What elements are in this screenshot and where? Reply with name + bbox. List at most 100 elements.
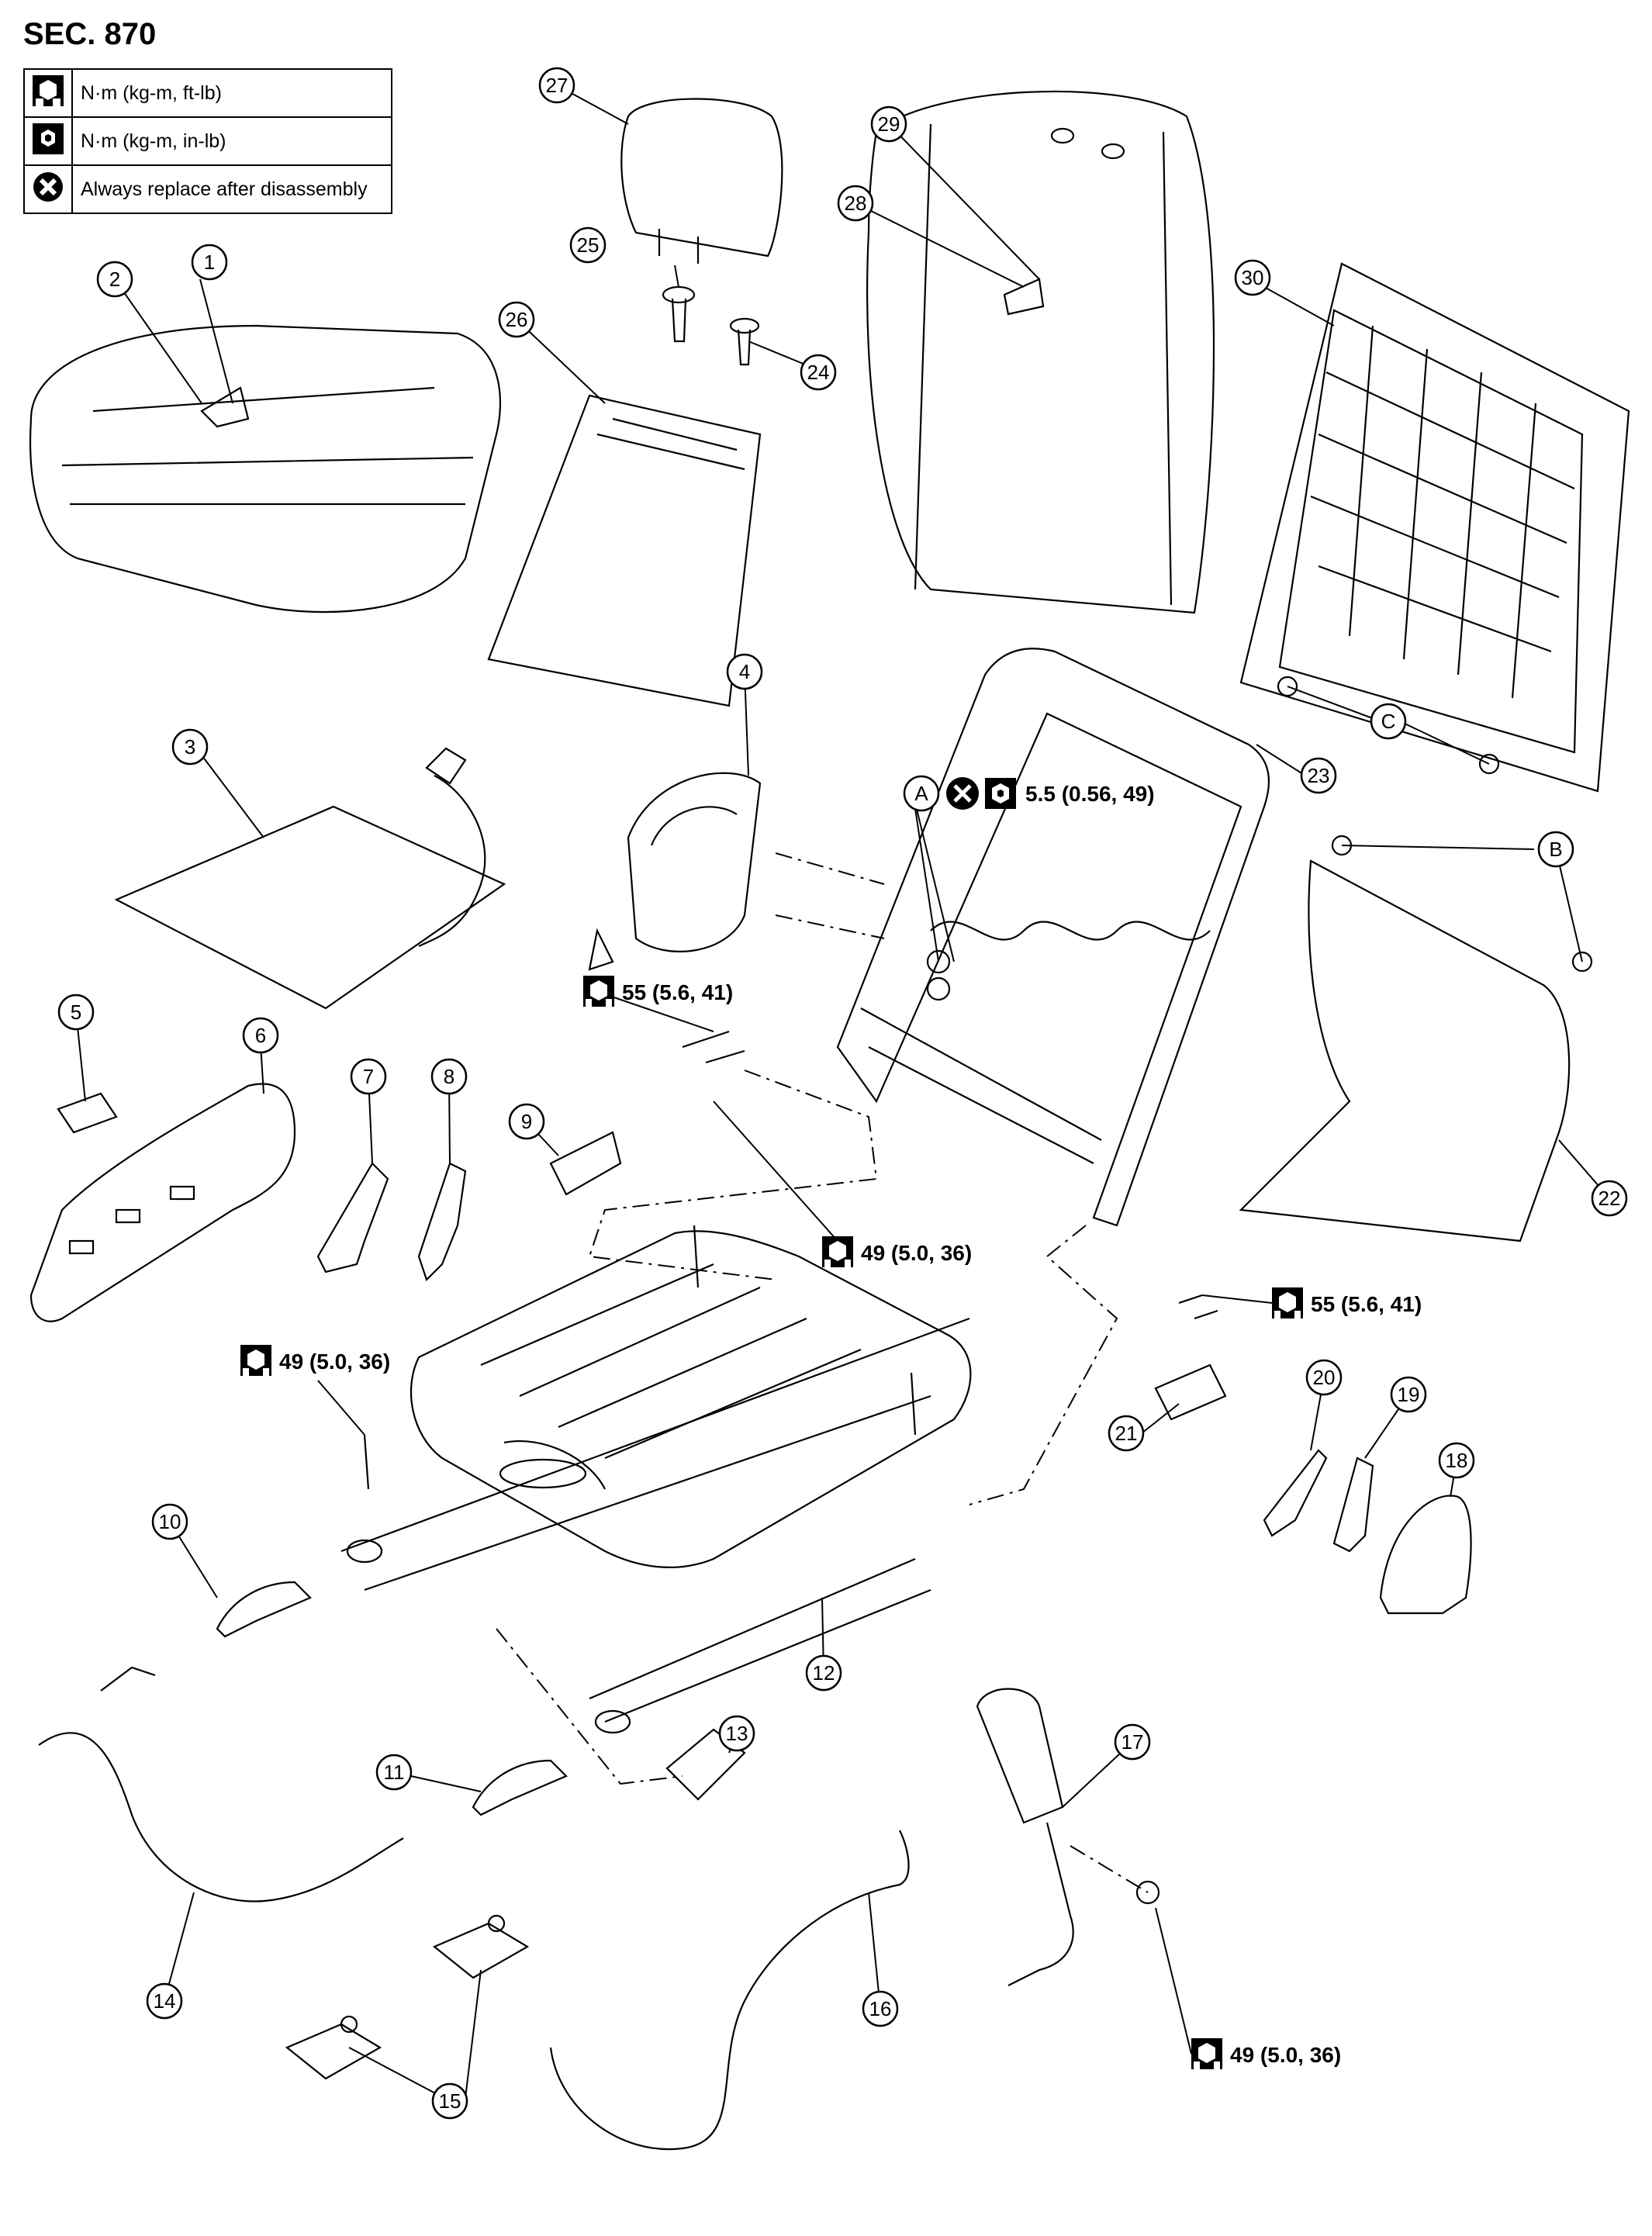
callout-label: 22 [1598, 1187, 1621, 1210]
callout-a: A [903, 775, 940, 812]
legend-text: Always replace after disassembly [71, 164, 392, 214]
callout-label: 2 [109, 268, 120, 291]
callout-label: 15 [439, 2089, 461, 2113]
callout-label: 26 [506, 308, 528, 331]
torque-value: 49 (5.0, 36) [861, 1241, 972, 1265]
back-board-22 [1239, 859, 1571, 1242]
cover-19 [1332, 1457, 1374, 1553]
callout-label: 12 [813, 1661, 835, 1685]
callout-14: 14 [146, 1982, 183, 2020]
callout-label: 6 [255, 1024, 266, 1047]
callout-label: 18 [1446, 1449, 1468, 1472]
seatback-trim [866, 90, 1215, 614]
callout-label: 1 [204, 251, 215, 274]
legend-row: Always replace after disassembly [23, 164, 392, 214]
callout-24: 24 [800, 354, 837, 391]
callout-label: 10 [159, 1510, 181, 1533]
callout-label: 29 [878, 112, 900, 136]
callout-28: 28 [837, 185, 874, 222]
callout-9: 9 [508, 1103, 545, 1140]
finisher-8 [417, 1162, 467, 1282]
callout-label: 27 [546, 74, 569, 97]
callout-29: 29 [870, 105, 907, 143]
callout-label: C [1381, 710, 1396, 733]
callout-label: 5 [71, 1000, 81, 1024]
callout-label: 11 [384, 1761, 405, 1784]
callout-2: 2 [96, 261, 133, 298]
cover-9 [549, 1131, 622, 1196]
callout-23: 23 [1300, 757, 1337, 794]
assembly-lines [496, 852, 1149, 1893]
callout-26: 26 [498, 301, 535, 338]
callout-17: 17 [1114, 1723, 1151, 1761]
callout-13: 13 [718, 1715, 755, 1752]
legend-row: N·m (kg-m, ft-lb) [23, 68, 392, 118]
torque-ft-lb-icon [23, 68, 73, 118]
callout-22: 22 [1591, 1180, 1628, 1217]
callout-21: 21 [1108, 1415, 1145, 1452]
callout-c: C [1370, 703, 1407, 740]
bolts [363, 1030, 1218, 1490]
callout-label: 8 [444, 1065, 454, 1088]
torque-ft-lb-icon [1191, 2038, 1222, 2069]
seatback-board [1239, 262, 1630, 793]
callout-6: 6 [242, 1017, 279, 1054]
leader-lines [75, 85, 1610, 2102]
torque-ft-lb-icon [822, 1236, 853, 1267]
torque-value: 49 (5.0, 36) [279, 1350, 390, 1374]
seat-harness-14 [38, 1666, 404, 1903]
headrest [620, 98, 783, 264]
callout-label: 4 [739, 660, 750, 683]
torque-spec-left-bolts: 55 (5.6, 41) [583, 976, 733, 1007]
callout-label: 23 [1308, 764, 1330, 787]
legend-text: N·m (kg-m, in-lb) [71, 116, 392, 166]
callout-label: 19 [1398, 1383, 1420, 1406]
callout-label: 9 [521, 1110, 532, 1133]
callout-27: 27 [538, 67, 575, 104]
cover-20 [1263, 1449, 1328, 1537]
callout-15: 15 [431, 2082, 468, 2120]
rail-cover-10 [216, 1581, 312, 1638]
callout-b: B [1537, 831, 1574, 868]
callout-16: 16 [862, 1990, 899, 2027]
callout-3: 3 [171, 728, 209, 765]
torque-ft-lb-icon [583, 976, 614, 1007]
callout-label: 13 [726, 1722, 748, 1745]
torque-value: 55 (5.6, 41) [622, 980, 733, 1004]
finisher-7 [316, 1162, 389, 1274]
callout-11: 11 [375, 1754, 413, 1791]
seatback-trim-lining [487, 394, 762, 707]
callout-19: 19 [1390, 1376, 1427, 1413]
replace-icon [23, 164, 73, 214]
rail-cover-11 [472, 1759, 568, 1816]
seat-frame [410, 1230, 972, 1569]
back-lumbar-support [588, 772, 762, 971]
torque-value: 55 (5.6, 41) [1311, 1292, 1422, 1316]
callout-label: B [1549, 838, 1562, 861]
callout-label: 14 [154, 1989, 176, 2013]
section-title: SEC. 870 [23, 17, 157, 51]
callout-label: A [914, 782, 928, 805]
legend-row: N·m (kg-m, in-lb) [23, 116, 392, 166]
torque-spec-right-bolts: 55 (5.6, 41) [1272, 1287, 1422, 1318]
seat-cushion-trim [29, 324, 502, 613]
callout-18: 18 [1438, 1442, 1475, 1479]
torque-spec-a: 5.5 (0.56, 49) [946, 777, 1155, 810]
headrest-holder [662, 285, 760, 366]
seat-rails [340, 1317, 970, 1734]
clips-c [1277, 676, 1500, 775]
torque-ft-lb-icon [240, 1345, 271, 1376]
torque-spec-left-rail-bolt: 49 (5.0, 36) [240, 1345, 390, 1376]
cover-18 [1379, 1495, 1472, 1615]
callout-label: 16 [869, 1997, 892, 2020]
torque-in-lb-icon [985, 778, 1016, 809]
callout-8: 8 [430, 1058, 468, 1095]
seat-belt-sensor-13 [665, 1728, 746, 1801]
callout-label: 25 [577, 233, 600, 257]
seatback-frame [836, 648, 1270, 1227]
side-finisher [29, 1083, 296, 1322]
torque-spec-center-bolt: 49 (5.0, 36) [822, 1236, 972, 1267]
callout-label: 30 [1242, 266, 1264, 289]
callout-label: 24 [807, 361, 830, 384]
